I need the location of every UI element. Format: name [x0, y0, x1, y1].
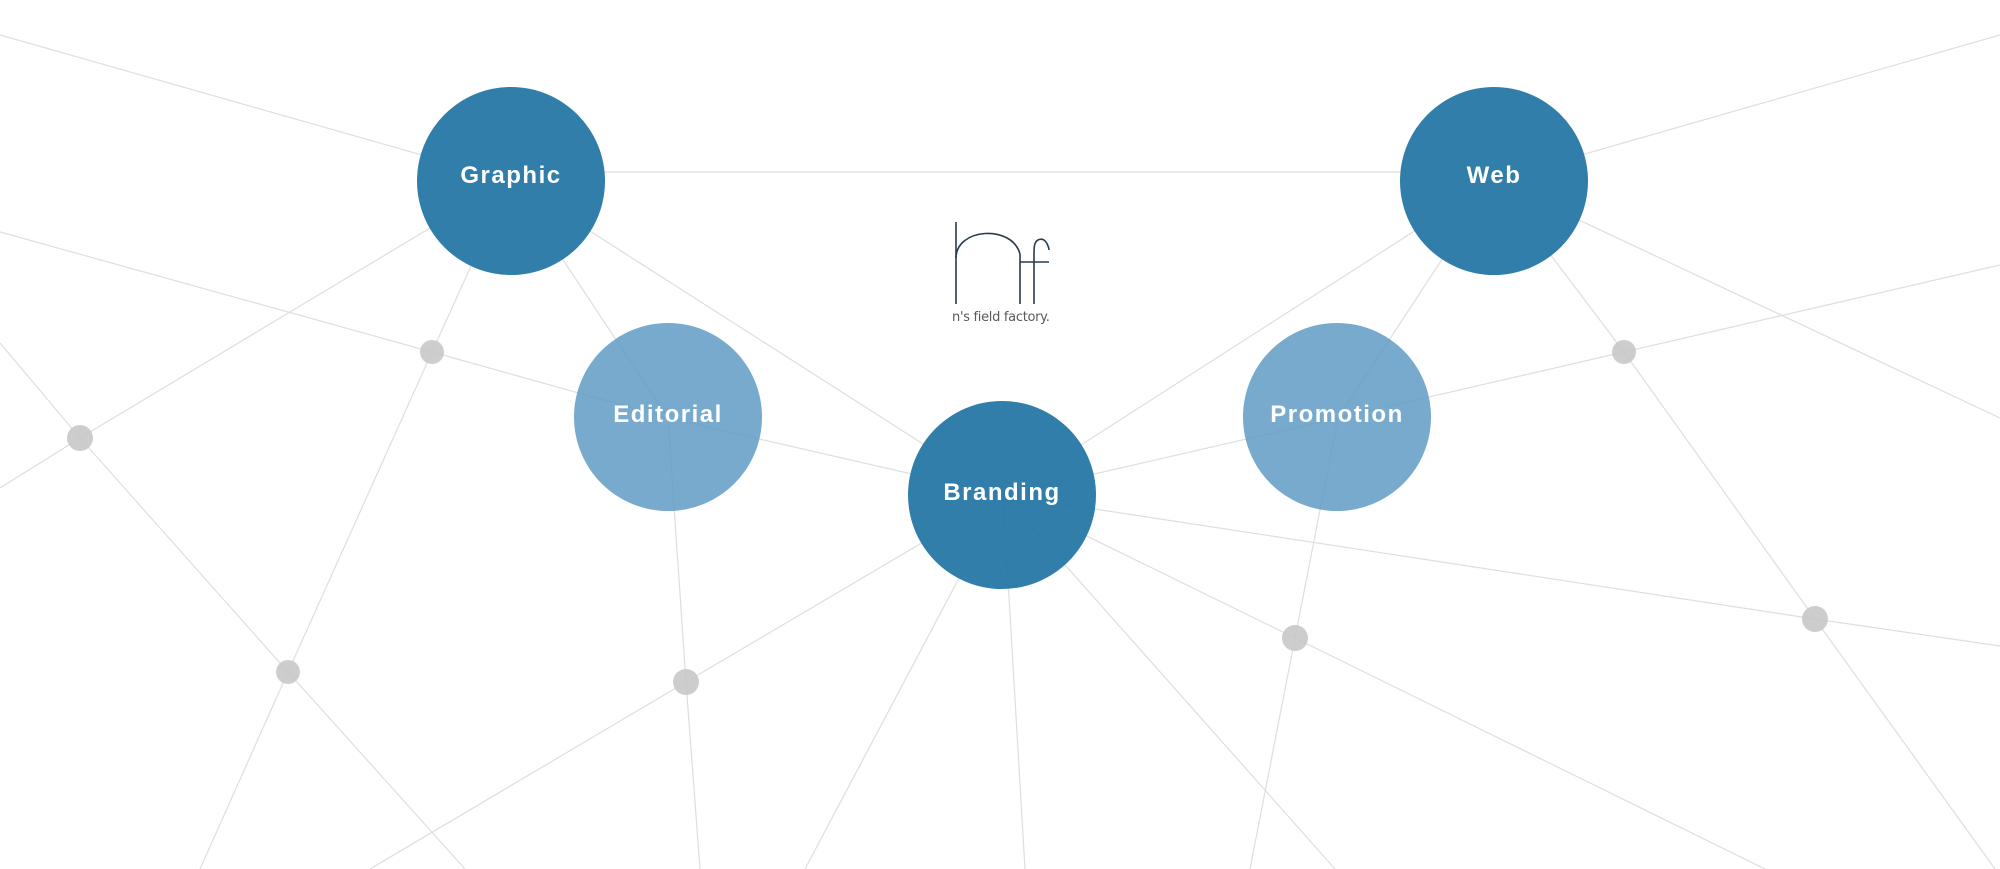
- brand-tagline: n's field factory.: [952, 310, 1050, 325]
- network-line: [1002, 494, 1816, 620]
- network-line: [1002, 179, 1495, 496]
- nav-bubble-editorial[interactable]: Editorial: [574, 323, 762, 511]
- nav-label-branding: Branding: [943, 478, 1061, 506]
- network-line: [685, 681, 701, 869]
- network-node: [1282, 625, 1308, 651]
- network-line: [287, 351, 433, 673]
- network-node: [1612, 340, 1636, 364]
- nav-bubble-web[interactable]: Web: [1400, 87, 1588, 275]
- network-line: [1623, 264, 2000, 353]
- network-line: [1814, 618, 1996, 869]
- nav-bubble-promotion[interactable]: Promotion: [1243, 323, 1431, 511]
- network-line: [1294, 637, 1766, 869]
- network-line: [0, 342, 81, 439]
- network-line: [0, 231, 433, 353]
- network-line: [1814, 618, 2000, 647]
- network-line: [199, 671, 289, 869]
- network-line: [509, 179, 1004, 496]
- nav-label-web: Web: [1466, 162, 1522, 189]
- network-line: [1623, 351, 1816, 620]
- network-node: [1802, 606, 1828, 632]
- network-node: [420, 340, 444, 364]
- nf-logo-icon: [955, 222, 1050, 304]
- nav-label-editorial: Editorial: [613, 400, 723, 428]
- network-node: [276, 660, 300, 684]
- network-line: [0, 437, 81, 489]
- nav-bubble-graphic[interactable]: Graphic: [417, 87, 605, 275]
- nav-label-promotion: Promotion: [1270, 400, 1404, 428]
- network-line: [287, 671, 466, 869]
- network-line: [79, 437, 289, 673]
- network-node: [673, 669, 699, 695]
- network-line: [1249, 637, 1296, 869]
- network-node: [67, 425, 93, 451]
- site-logo[interactable]: n's field factory.: [950, 218, 1062, 330]
- nav-label-graphic: Graphic: [460, 162, 562, 189]
- network-line: [369, 681, 687, 869]
- nav-bubble-branding[interactable]: Branding: [908, 401, 1096, 589]
